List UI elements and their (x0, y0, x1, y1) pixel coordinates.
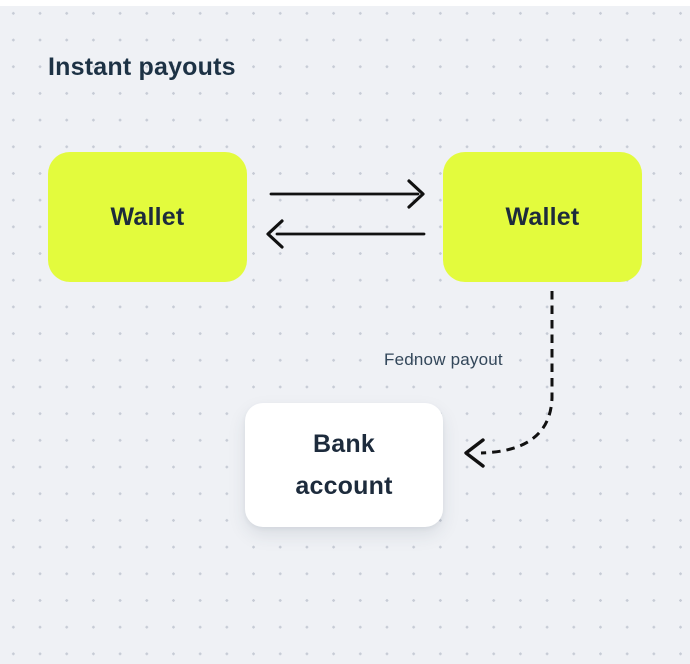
node-bank-account-label-line1: Bank (313, 430, 375, 458)
node-bank-account: Bank account (245, 403, 443, 527)
top-white-strip (0, 0, 690, 6)
arrow-right-icon (269, 179, 425, 209)
edge-label-fednow-payout: Fednow payout (384, 350, 503, 369)
page-title: Instant payouts (48, 53, 236, 81)
node-bank-account-label-line2: account (295, 472, 393, 500)
arrow-left-icon (266, 219, 426, 249)
node-wallet-right: Wallet (443, 152, 642, 282)
dashed-arrow-fednow-icon (464, 291, 554, 468)
node-wallet-left-label: Wallet (110, 202, 185, 231)
node-wallet-right-label: Wallet (505, 202, 580, 231)
node-wallet-left: Wallet (48, 152, 247, 282)
